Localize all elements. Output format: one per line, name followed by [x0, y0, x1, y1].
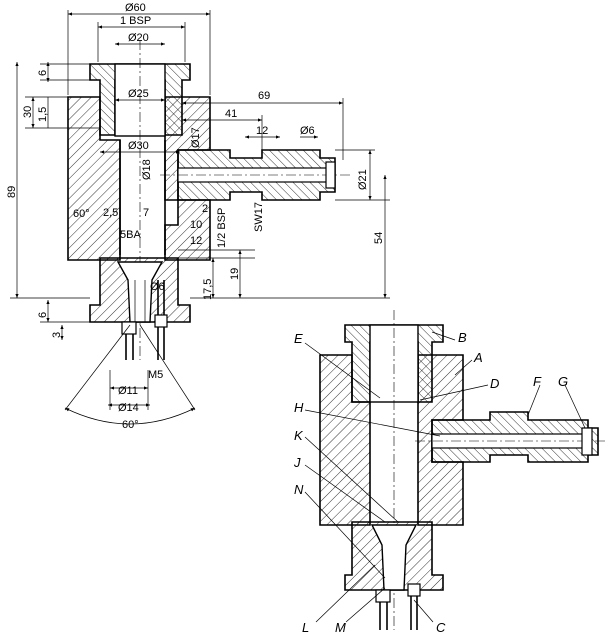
label-f: F [533, 374, 542, 389]
label-g: G [558, 374, 568, 389]
dim-d30: Ø30 [128, 140, 149, 152]
dim-d21: Ø21 [357, 169, 369, 190]
dim-d14: Ø14 [118, 402, 139, 414]
label-k: K [294, 428, 304, 443]
dim-d6-lower: Ø6 [150, 281, 165, 293]
label-l: L [302, 620, 309, 635]
dim-v12-mid: 12 [190, 235, 202, 247]
dim-5ba: 5BA [120, 229, 141, 241]
dim-d18: Ø18 [141, 159, 153, 180]
dim-v69: 69 [258, 90, 270, 102]
detail-view [319, 310, 605, 630]
main-section-view [64, 40, 350, 425]
dim-v2: 2 [202, 203, 208, 215]
dim-ang60-top: 60° [73, 208, 90, 220]
dim-v3: 3 [51, 332, 63, 338]
dim-v1-5: 1,5 [37, 107, 49, 122]
screw-right [154, 314, 168, 328]
label-m: M [335, 620, 346, 635]
label-j: J [293, 455, 301, 470]
dim-ang60-bot: 60° [122, 419, 139, 431]
dim-m5: M5 [148, 369, 163, 381]
detail-screw-left [375, 589, 391, 603]
side-plug [325, 161, 336, 189]
dim-v2-5: 2,5 [103, 207, 118, 219]
label-h: H [294, 400, 304, 415]
dim-bsp-half: 1/2 BSP [216, 208, 228, 248]
dim-v6-bot: 6 [37, 312, 49, 318]
label-c: C [436, 620, 446, 635]
dim-d60: Ø60 [125, 2, 146, 14]
dim-v7: 7 [143, 207, 149, 219]
dim-d11: Ø11 [118, 385, 138, 397]
dim-sw17: SW17 [253, 202, 265, 232]
main-dimension-lines [10, 10, 390, 410]
label-b: B [458, 330, 467, 345]
dim-v89: 89 [6, 186, 18, 198]
leader-lines [304, 331, 586, 623]
dim-v41: 41 [225, 108, 237, 120]
main-dimension-texts: Ø60 1 BSP Ø20 Ø25 Ø30 Ø17 Ø18 Ø6 Ø21 6 3… [6, 2, 385, 431]
nozzle-cone [116, 261, 164, 323]
dim-v10: 10 [190, 219, 202, 231]
dim-v54: 54 [373, 232, 385, 244]
dim-v17-5: 17,5 [202, 279, 214, 300]
dim-v12-top: 12 [256, 125, 268, 137]
dim-bsp1: 1 BSP [120, 15, 151, 27]
dim-v30: 30 [22, 106, 34, 118]
detail-screw-right [407, 583, 421, 597]
dim-d20: Ø20 [128, 32, 149, 44]
dim-d17: Ø17 [190, 127, 202, 148]
label-a: A [473, 350, 483, 365]
dim-v6-top: 6 [37, 70, 49, 76]
dim-d6-top: Ø6 [300, 125, 315, 137]
dim-d25: Ø25 [128, 88, 149, 100]
detail-plug [581, 427, 593, 456]
label-d: D [490, 376, 499, 391]
detail-nozzle [370, 524, 418, 591]
label-n: N [294, 482, 304, 497]
dim-v19: 19 [229, 268, 241, 280]
label-e: E [294, 331, 303, 346]
part-labels: B A D E F G H K J N L M C [293, 330, 568, 635]
